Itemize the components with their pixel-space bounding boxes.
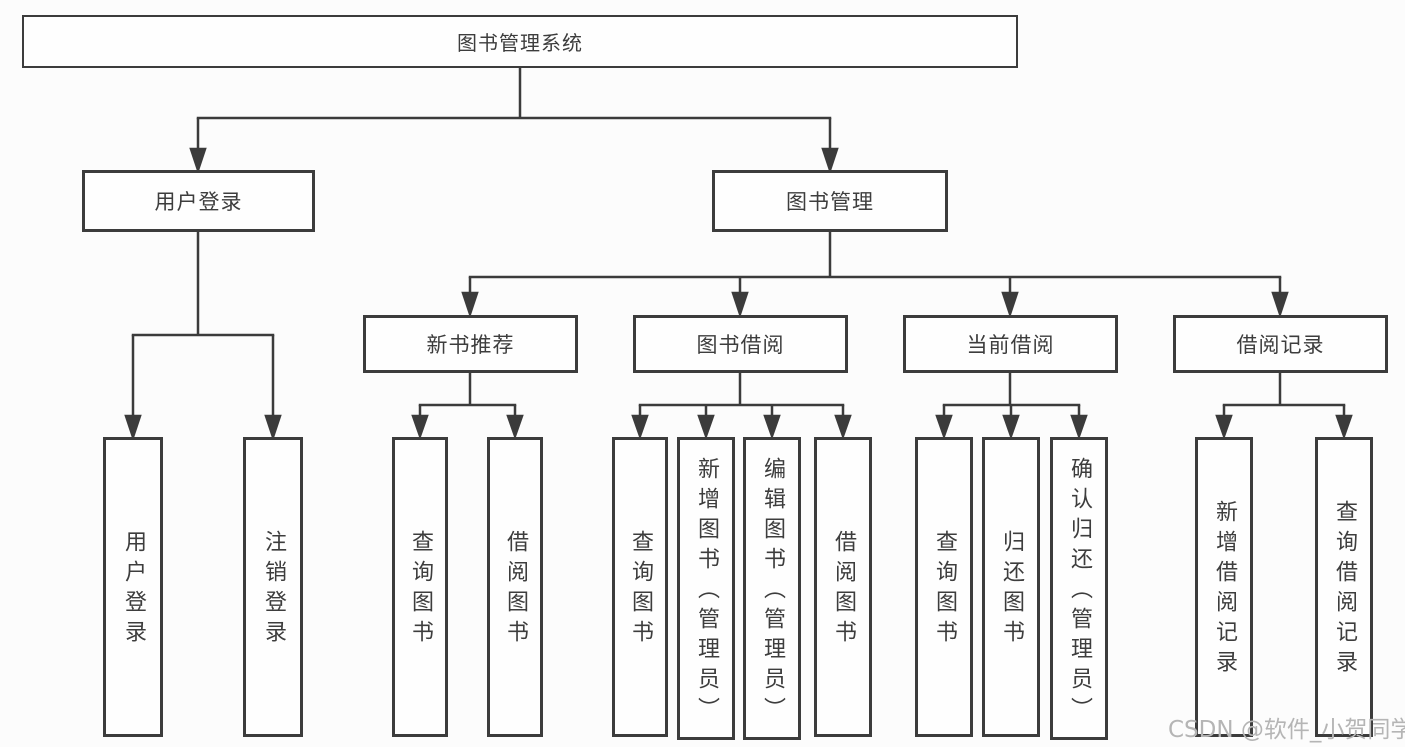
- node-current-borrow: 当前借阅: [903, 315, 1118, 373]
- arrow-down-icon: [935, 414, 953, 440]
- leaf-borrow-books: 借阅图书: [814, 437, 872, 737]
- leaf-add-book-admin: 新增图书（管理员）: [677, 437, 735, 740]
- node-book-borrow: 图书借阅: [633, 315, 848, 373]
- arrow-down-icon: [631, 414, 649, 440]
- leaf-query-books-borrow: 查询图书: [612, 437, 668, 737]
- leaf-user-login: 用户登录: [103, 437, 163, 737]
- arrow-down-icon: [1070, 414, 1088, 440]
- arrow-down-icon: [697, 414, 715, 440]
- leaf-query-books-current: 查询图书: [915, 437, 973, 737]
- arrow-down-icon: [264, 414, 282, 441]
- arrow-down-icon: [1002, 414, 1020, 440]
- arrow-down-icon: [821, 147, 839, 174]
- node-borrow-records: 借阅记录: [1173, 315, 1388, 373]
- node-user-login: 用户登录: [82, 170, 315, 232]
- arrow-down-icon: [189, 147, 207, 174]
- arrow-down-icon: [1271, 291, 1289, 318]
- arrow-down-icon: [506, 414, 524, 440]
- arrow-down-icon: [1001, 291, 1019, 318]
- node-library-system: 图书管理系统: [22, 15, 1018, 68]
- node-new-book-recommend: 新书推荐: [363, 315, 578, 373]
- watermark: CSDN @软件_小贺同学: [1168, 717, 1405, 743]
- leaf-confirm-return-admin: 确认归还（管理员）: [1050, 437, 1108, 740]
- leaf-logout: 注销登录: [243, 437, 303, 737]
- arrow-down-icon: [731, 291, 749, 318]
- arrow-down-icon: [411, 414, 429, 440]
- leaf-return-books: 归还图书: [982, 437, 1040, 737]
- arrow-down-icon: [1335, 414, 1353, 440]
- arrow-down-icon: [1215, 414, 1233, 440]
- arrow-down-icon: [763, 414, 781, 440]
- leaf-borrow-books-recommend: 借阅图书: [487, 437, 543, 737]
- leaf-edit-book-admin: 编辑图书（管理员）: [743, 437, 801, 740]
- node-book-management: 图书管理: [712, 170, 948, 232]
- leaf-query-books-recommend: 查询图书: [392, 437, 448, 737]
- arrow-down-icon: [461, 291, 479, 318]
- leaf-add-borrow-record: 新增借阅记录: [1195, 437, 1253, 737]
- arrow-down-icon: [834, 414, 852, 440]
- leaf-query-borrow-record: 查询借阅记录: [1315, 437, 1373, 737]
- arrow-down-icon: [124, 414, 142, 441]
